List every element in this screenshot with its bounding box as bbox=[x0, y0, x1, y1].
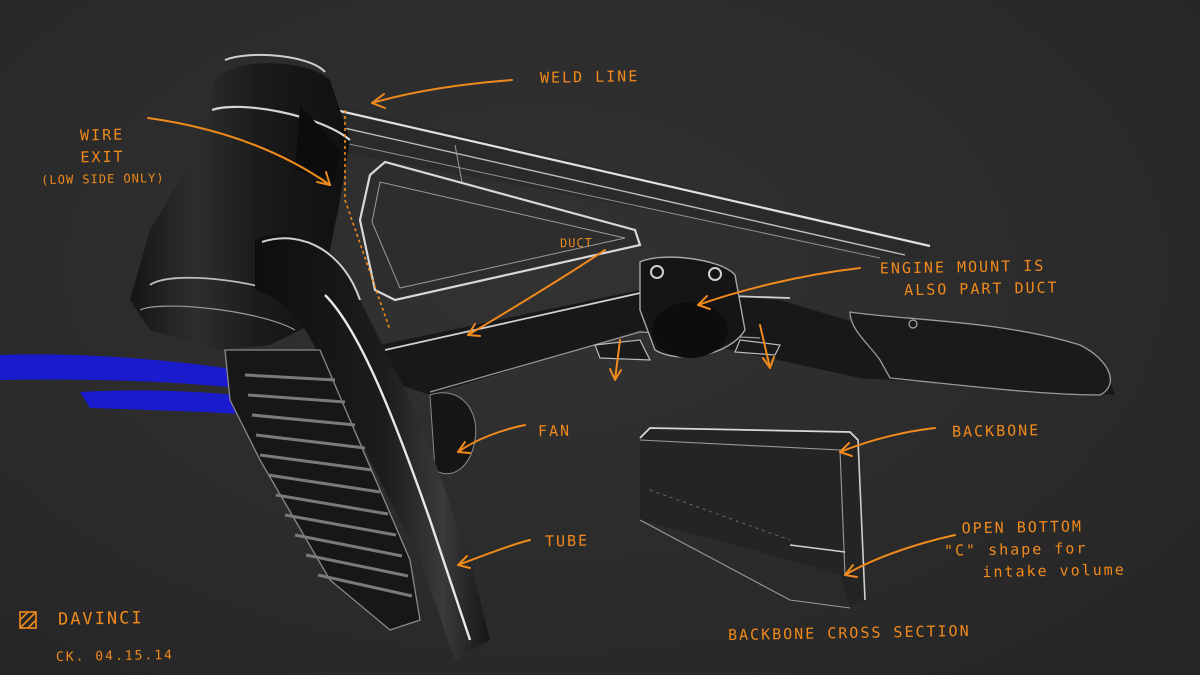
label-engine-mount: ENGINE MOUNT IS ALSO PART DUCT bbox=[880, 254, 1059, 301]
label-engine-mount-line-1: ENGINE MOUNT IS bbox=[879, 256, 1046, 278]
frame-window-cutout bbox=[358, 160, 642, 302]
label-weld-line: WELD LINE bbox=[539, 67, 640, 87]
signature-date: CK. 04.15.14 bbox=[55, 647, 175, 666]
backbone-cross-section bbox=[639, 427, 866, 609]
label-wire-exit: WIRE EXIT (LOW SIDE ONLY) bbox=[0, 122, 206, 192]
annotation-arrows bbox=[147, 79, 956, 578]
fan-housing bbox=[429, 392, 477, 475]
label-open-bottom: OPEN BOTTOM "C" shape for intake volume bbox=[944, 515, 1126, 584]
label-backbone-cross-section: BACKBONE CROSS SECTION bbox=[727, 621, 971, 645]
label-wire-exit-line-3: (LOW SIDE ONLY) bbox=[41, 170, 165, 188]
label-engine-mount-line-2: ALSO PART DUCT bbox=[904, 278, 1059, 300]
down-tube bbox=[255, 233, 490, 660]
label-open-bottom-line-2: "C" shape for bbox=[943, 539, 1088, 560]
engine-mount bbox=[594, 256, 781, 361]
label-fan: FAN bbox=[537, 421, 572, 441]
label-tube: TUBE bbox=[544, 531, 590, 551]
label-duct: DUCT bbox=[559, 235, 594, 251]
intake-grille bbox=[224, 349, 421, 631]
weld-line-dashed bbox=[344, 110, 391, 331]
label-open-bottom-line-3: intake volume bbox=[982, 560, 1126, 582]
label-backbone: BACKBONE bbox=[951, 421, 1041, 441]
signature-name: DAVINCI bbox=[57, 608, 144, 630]
label-open-bottom-line-1: OPEN BOTTOM bbox=[961, 517, 1084, 538]
backbone-top-tube bbox=[265, 92, 931, 262]
hatched-square-icon bbox=[19, 611, 37, 629]
